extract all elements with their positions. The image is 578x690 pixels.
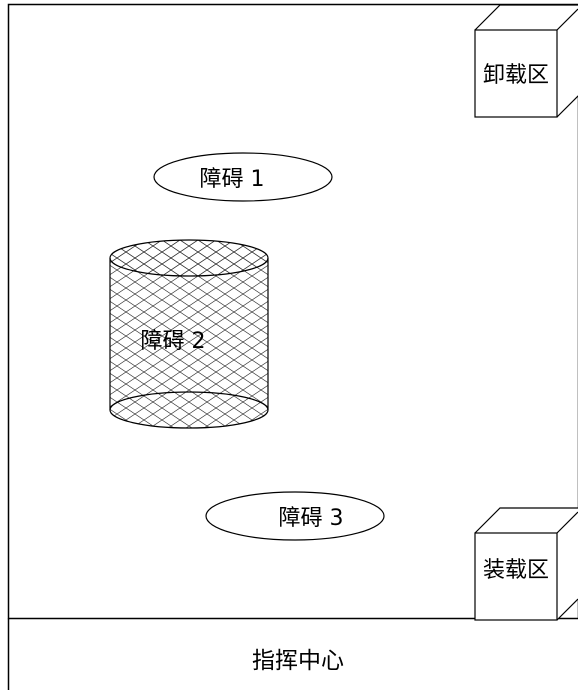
obstacle-1-label: 障碍 1	[200, 167, 265, 192]
obstacle-3: 障碍 3	[205, 491, 385, 541]
obstacle-2-cylinder: 障碍 2	[109, 239, 269, 429]
unloading-area-label: 卸载区	[483, 63, 549, 88]
unloading-area-cube: 卸载区	[474, 4, 578, 118]
work-area-border	[7, 3, 578, 620]
command-center-label: 指挥中心	[252, 648, 344, 674]
obstacle-1: 障碍 1	[153, 152, 333, 202]
loading-area-cube: 装载区	[474, 507, 578, 621]
obstacle-3-label: 障碍 3	[279, 506, 344, 531]
loading-area-label: 装载区	[483, 558, 549, 583]
obstacle-2-label: 障碍 2	[141, 329, 206, 354]
